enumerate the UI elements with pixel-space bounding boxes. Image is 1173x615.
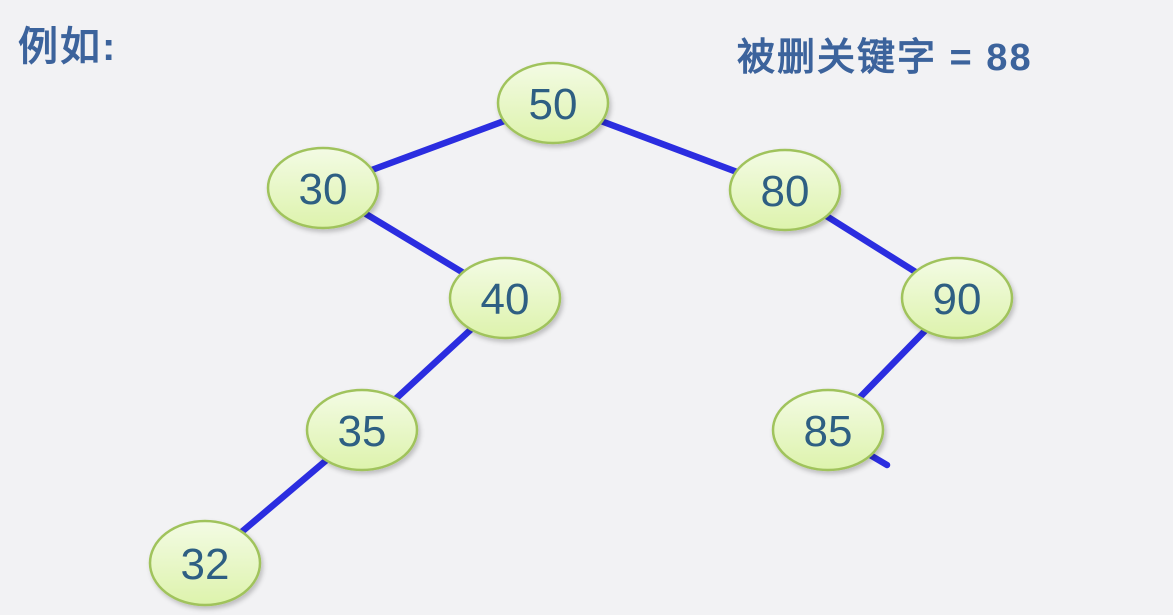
- tree-node-80: 80: [728, 148, 842, 232]
- node-value: 35: [338, 407, 387, 456]
- node-value: 30: [299, 165, 348, 214]
- example-label: 例如:: [18, 25, 118, 69]
- node-ellipse: [771, 388, 885, 472]
- node-value: 85: [804, 407, 853, 456]
- tree-node-30: 30: [266, 146, 380, 230]
- node-ellipse: [900, 256, 1014, 340]
- node-value: 32: [181, 540, 230, 589]
- tree-node-40: 40: [448, 256, 562, 340]
- tree-nodes: 50 30 80 40 90 35 85 32: [148, 61, 1014, 607]
- node-ellipse: [266, 146, 380, 230]
- tree-node-32: 32: [148, 519, 262, 607]
- node-ellipse: [305, 388, 419, 472]
- node-ellipse: [728, 148, 842, 232]
- tree-node-90: 90: [900, 256, 1014, 340]
- node-value: 90: [933, 275, 982, 324]
- node-value: 80: [761, 167, 810, 216]
- node-ellipse: [496, 61, 610, 145]
- tree-node-85: 85: [771, 388, 885, 472]
- node-value: 40: [481, 275, 530, 324]
- delete-key-caption: 被删关键字 = 88: [737, 37, 1033, 79]
- node-value: 50: [529, 80, 578, 129]
- tree-node-50: 50: [496, 61, 610, 145]
- node-ellipse: [448, 256, 562, 340]
- tree-node-35: 35: [305, 388, 419, 472]
- node-ellipse: [148, 519, 262, 607]
